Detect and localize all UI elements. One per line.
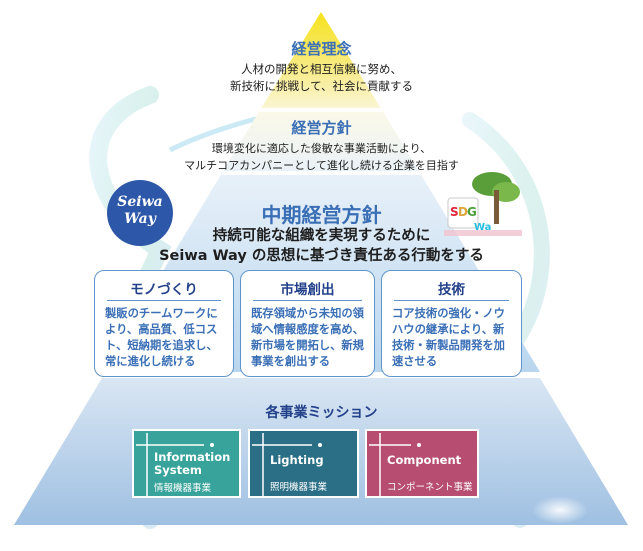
midterm-policy-title: 中期経営方針 <box>261 203 382 227</box>
svg-text:Wa: Wa <box>474 222 491 233</box>
card-title: 市場創出 <box>280 282 335 298</box>
card-line: 既存領域から未知の領 <box>251 307 364 320</box>
card-line: 域へ情報感度を高め、 <box>251 323 364 336</box>
mission-name-en: Component <box>387 454 461 467</box>
policy-title: 経営方針 <box>291 119 352 137</box>
policy-card-monozukuri: モノづくり 製販のチームワークに より、高品質、低コス ト、短納期を追求し、 常… <box>94 270 234 377</box>
seiwa-way-logo-line-2: Way <box>124 211 156 227</box>
card-body: コア技術の強化・ノウ ハウの継承により、新 技術・新製品開発を加 速させる <box>392 306 515 370</box>
card-line: 新市場を開拓し、新規 <box>251 339 364 352</box>
crosshair-deco-icon <box>369 433 421 496</box>
policy-line-1: 環境変化に適応した俊敏な事業活動により、 <box>211 142 432 155</box>
mission-name-ja: 照明機器事業 <box>270 482 328 493</box>
business-missions-title: 各事業ミッション <box>265 405 378 421</box>
crosshair-deco-icon <box>136 433 214 496</box>
policy-card-market-creation: 市場創出 既存領域から未知の領 域へ情報感度を高め、 新市場を開拓し、新規 事業… <box>240 270 375 377</box>
card-title: モノづくり <box>130 282 198 298</box>
mission-name-en-line-1: Component <box>387 453 462 467</box>
mission-name-en-line-1: Lighting <box>270 453 324 467</box>
sdgs-illustration-icon: S D G Wa <box>444 172 522 236</box>
philosophy-line-2: 新技術に挑戦して、社会に貢献する <box>229 79 414 93</box>
policy-card-technology: 技術 コア技術の強化・ノウ ハウの継承により、新 技術・新製品開発を加 速させる <box>381 270 522 377</box>
card-line: 常に進化し続ける <box>105 355 196 368</box>
card-divider <box>107 300 221 301</box>
card-line: ハウの継承により、新 <box>392 323 505 336</box>
mission-name-en: Lighting <box>270 454 324 467</box>
pyramid-policy-band <box>222 110 420 173</box>
mission-name-en: Information System <box>154 451 230 477</box>
crosshair-deco-icon <box>252 433 322 496</box>
svg-text:S: S <box>450 205 459 219</box>
philosophy-title: 経営理念 <box>291 40 352 58</box>
midterm-policy-line-1: 持続可能な組織を実現するために <box>212 228 431 244</box>
seiwa-way-logo: Seiwa Way <box>107 180 173 246</box>
policy-line-2: マルチコアカンパニーとして進化し続ける企業を目指す <box>184 159 459 172</box>
mission-name-ja: コンポーネント事業 <box>387 482 473 493</box>
pyramid-apex <box>260 12 382 110</box>
mission-information-system: Information System 情報機器事業 <box>132 429 241 498</box>
card-line: ト、短納期を追求し、 <box>105 339 218 352</box>
card-body: 製販のチームワークに より、高品質、低コス ト、短納期を追求し、 常に進化し続け… <box>105 306 227 370</box>
card-divider <box>394 300 509 301</box>
card-title: 技術 <box>438 282 465 298</box>
card-line: 製販のチームワークに <box>105 307 218 320</box>
card-body: 既存領域から未知の領 域へ情報感度を高め、 新市場を開拓し、新規 事業を創出する <box>251 306 368 370</box>
card-line: より、高品質、低コス <box>105 323 218 336</box>
card-line: 速させる <box>392 355 438 368</box>
card-line: 技術・新製品開発を加 <box>392 339 505 352</box>
mission-lighting: Lighting 照明機器事業 <box>248 429 359 498</box>
philosophy-line-1: 人材の開発と相互信頼に努め、 <box>241 62 402 76</box>
mission-name-en-line-2: System <box>154 463 202 477</box>
seiwa-way-logo-line-1: Seiwa <box>117 194 163 210</box>
mission-name-ja: 情報機器事業 <box>154 483 212 494</box>
svg-text:G: G <box>467 205 477 219</box>
card-line: コア技術の強化・ノウ <box>392 307 505 320</box>
midterm-policy-line-2: Seiwa Way の思想に基づき責任ある行動をする <box>159 248 484 264</box>
mission-component: Component コンポーネント事業 <box>365 429 479 498</box>
card-line: 事業を創出する <box>251 355 331 368</box>
mission-name-en-line-1: Information <box>154 450 231 464</box>
card-divider <box>253 300 362 301</box>
svg-text:D: D <box>458 205 468 219</box>
